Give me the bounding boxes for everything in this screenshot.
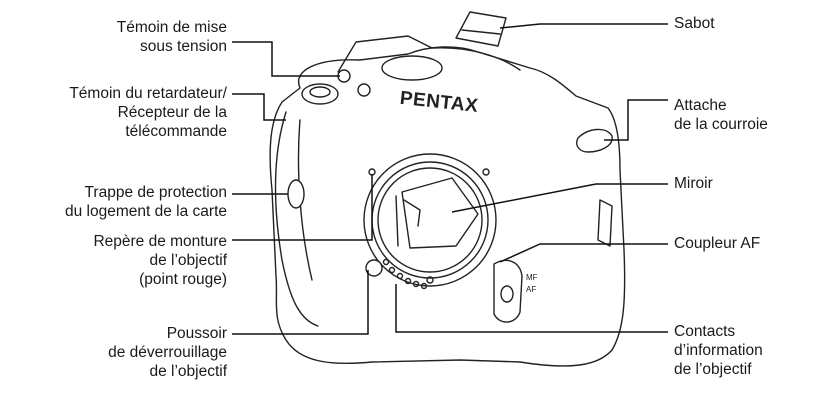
switch-af-label: AF bbox=[526, 285, 536, 294]
label-miroir: Miroir bbox=[674, 175, 713, 192]
lens-release-button bbox=[365, 259, 383, 277]
label-repere-monture: Repère de monture de l’objectif (point r… bbox=[93, 233, 227, 288]
label-sabot: Sabot bbox=[674, 15, 715, 32]
label-poussoir-deverrouillage: Poussoir de déverrouillage de l’objectif bbox=[108, 325, 227, 380]
label-contacts-information: Contacts d’information de l’objectif bbox=[674, 323, 763, 378]
label-temoin-retardateur: Témoin du retardateur/ Récepteur de la t… bbox=[69, 85, 227, 140]
switch-mf-label: MF bbox=[526, 273, 538, 282]
label-trappe-protection: Trappe de protection du logement de la c… bbox=[65, 184, 227, 220]
label-temoin-mise-sous-tension: Témoin de mise sous tension bbox=[116, 19, 227, 55]
leader-lines bbox=[232, 23, 668, 335]
label-attache-courroie: Attache de la courroie bbox=[674, 97, 768, 133]
mirror bbox=[395, 177, 479, 249]
label-coupleur-af: Coupleur AF bbox=[674, 235, 761, 252]
